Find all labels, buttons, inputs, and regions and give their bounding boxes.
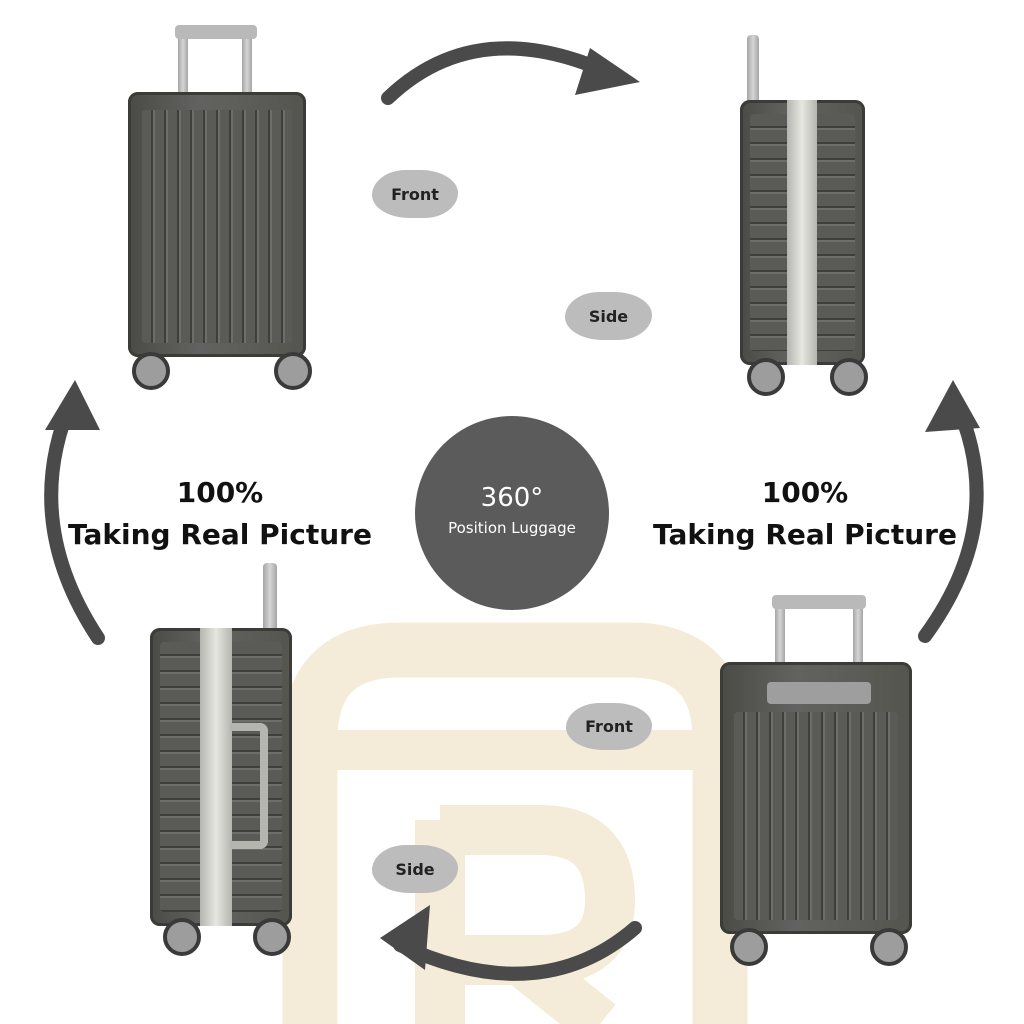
label-front-top: Front: [372, 170, 458, 218]
arrow-left: [44, 393, 105, 645]
left-caption-text: Taking Real Picture: [68, 518, 372, 551]
suitcase-side-bottom-left: [145, 558, 300, 958]
suitcase-side-top-right: [735, 30, 875, 400]
label-front-bottom: Front: [566, 703, 652, 750]
right-caption-text: Taking Real Picture: [653, 518, 957, 551]
center-subtitle: Position Luggage: [448, 519, 576, 537]
suitcase-front-top-left: [120, 22, 320, 392]
arrow-right: [918, 393, 984, 643]
label-side-top: Side: [565, 292, 652, 340]
label-side-bottom: Side: [372, 845, 458, 893]
center-badge: 360° Position Luggage: [415, 416, 609, 610]
left-caption: 100% Taking Real Picture: [60, 472, 380, 556]
suitcase-back-bottom-right: [715, 592, 920, 966]
right-caption: 100% Taking Real Picture: [645, 472, 965, 556]
right-caption-percent: 100%: [761, 476, 849, 509]
center-title: 360°: [480, 483, 544, 513]
left-caption-percent: 100%: [176, 476, 264, 509]
arrow-bottom: [393, 921, 642, 981]
arrow-top: [381, 41, 627, 105]
